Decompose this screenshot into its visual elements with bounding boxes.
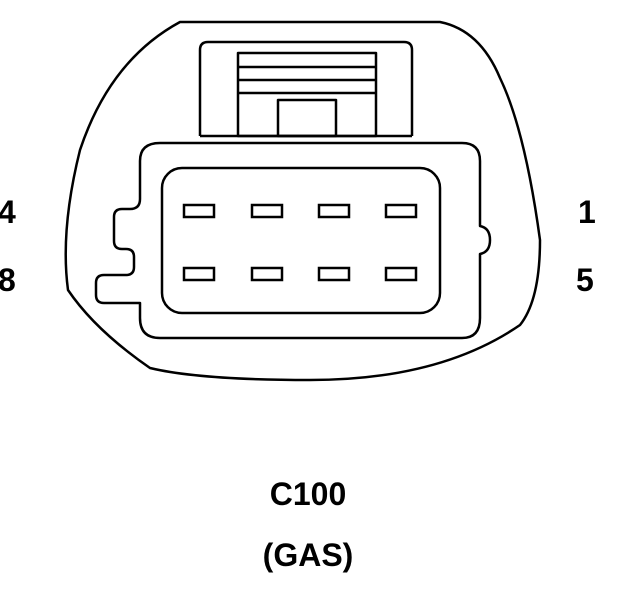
connector-face	[94, 141, 492, 340]
pin-label-1: 1	[578, 194, 596, 230]
pin-label-5: 5	[576, 262, 594, 298]
pin-label-4: 4	[0, 194, 16, 230]
pin-grid	[182, 203, 418, 282]
pin-cavity	[160, 166, 442, 315]
pin-7	[250, 266, 284, 282]
pin-label-8: 8	[0, 262, 16, 298]
pin-4	[182, 203, 216, 219]
connector-housing-outline	[64, 20, 542, 382]
pin-8	[182, 266, 216, 282]
pin-5	[384, 266, 418, 282]
pin-1	[384, 203, 418, 219]
tab-latch	[236, 51, 378, 138]
connector-id: C100	[269, 476, 347, 512]
locking-tab	[198, 40, 414, 136]
pin-6	[317, 266, 351, 282]
pin-2	[317, 203, 351, 219]
pin-3	[250, 203, 284, 219]
connector-type: (GAS)	[262, 537, 354, 573]
